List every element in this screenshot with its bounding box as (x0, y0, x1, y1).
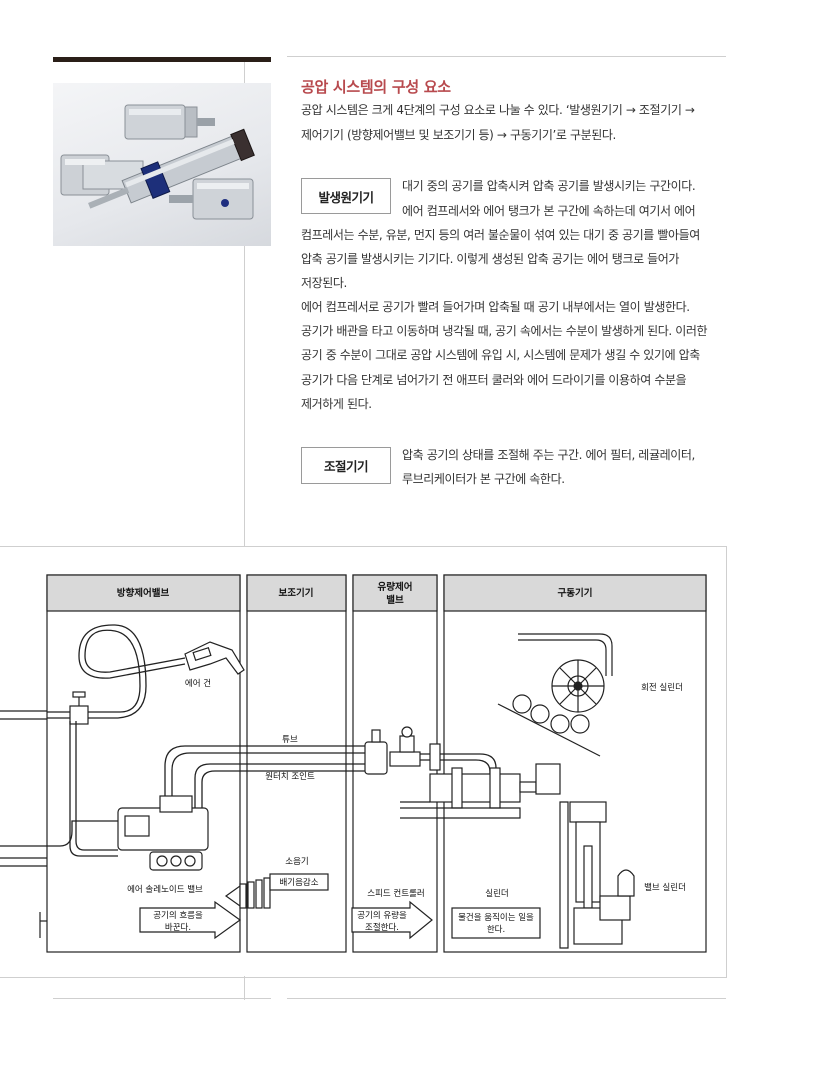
generator-line: 저장된다. (301, 276, 347, 290)
column-divider (244, 62, 245, 546)
intro-line: 제어기기 (방향제어밸브 및 보조기기 등) → 구동기기’로 구분된다. (301, 127, 616, 142)
generator-line: 압축 공기를 발생시키는 기기다. 이렇게 생성된 압축 공기는 에어 탱크로 … (301, 252, 680, 266)
rotary-cylinder-icon (497, 633, 613, 757)
label-exhaust-reduction: 배기음감소 (279, 877, 318, 888)
bottom-divider-left (53, 998, 271, 999)
generator-line: 컴프레서는 수분, 유분, 먼지 등의 여러 불순물이 섞여 있는 대기 중 공… (301, 228, 700, 242)
solenoid-valve-icon (117, 795, 209, 871)
air-gun-icon (184, 641, 245, 675)
header-flow-valve-1: 유량제어 (378, 581, 413, 593)
pneumatic-system-diagram: 방향제어밸브 보조기기 유량제어 밸브 구동기기 에어 건 튜브 원터치 조 (0, 574, 707, 953)
header-direction-valve: 방향제어밸브 (117, 587, 170, 599)
regulator-tag: 조절기기 (301, 447, 391, 484)
speed-callout: 공기의 유량을 조절한다. (351, 900, 433, 940)
generator-line: 제거하게 된다. (301, 397, 372, 411)
header-actuator: 구동기기 (558, 587, 593, 599)
diagram-frame (0, 546, 727, 978)
cylinder-icon (400, 763, 561, 819)
exhaust-box (269, 873, 329, 891)
solenoid-callout-line-1: 공기의 흐름을 (153, 910, 203, 921)
main-tube (0, 745, 497, 847)
cylinder-callout-line-1: 물건을 움직이는 일을 (458, 912, 534, 923)
label-silencer: 소음기 (285, 857, 308, 867)
label-valve-cylinder: 밸브 실린더 (644, 882, 686, 893)
label-speed-controller: 스피드 컨트롤러 (367, 888, 424, 899)
section-accent-bar (53, 57, 271, 62)
pneumatic-cylinders-illustration (60, 104, 255, 220)
regulator-line: 루브리케이터가 본 구간에 속한다. (402, 472, 565, 486)
intro-paragraph: 공압 시스템은 크게 4단계의 구성 요소로 나눌 수 있다. ‘발생원기기 →… (301, 98, 731, 147)
solenoid-callout: 공기의 흐름을 바꾼다. (139, 900, 242, 940)
header-auxiliary: 보조기기 (279, 587, 314, 599)
pneumatic-cylinders-photo (53, 83, 271, 246)
hand-valve-icon (69, 691, 89, 725)
speed-callout-line-1: 공기의 유량을 (357, 910, 407, 921)
generator-line: 에어 컴프레서와 에어 탱크가 본 구간에 속하는데 여기서 에어 (402, 204, 696, 218)
cylinder-callout-line-2: 한다. (487, 925, 505, 935)
column-divider-bottom (244, 976, 245, 1000)
generator-line: 공기가 배관을 타고 이동하며 냉각될 때, 공기 속에서는 수분이 발생하게 … (301, 324, 708, 338)
generator-line: 에어 컴프레서로 공기가 빨려 들어가며 압축될 때 공기 내부에서는 열이 발… (301, 300, 690, 314)
generator-line: 공기가 다음 단계로 넘어가기 전 애프터 쿨러와 에어 드라이기를 이용하여 … (301, 373, 687, 387)
speed-controller-icon (364, 726, 441, 775)
valve-cylinder-icon (559, 801, 635, 949)
label-cylinder: 실린더 (485, 888, 508, 899)
top-divider (287, 56, 726, 57)
label-tube: 튜브 (282, 735, 298, 745)
silencer-icon (224, 877, 271, 909)
cylinder-callout: 물건을 움직이는 일을 한다. (451, 907, 541, 939)
solenoid-callout-line-2: 바꾼다. (165, 922, 191, 933)
intro-line: 공압 시스템은 크게 4단계의 구성 요소로 나눌 수 있다. ‘발생원기기 →… (301, 103, 695, 117)
generator-line: 대기 중의 공기를 압축시켜 압축 공기를 발생시키는 구간이다. (402, 179, 696, 193)
regulator-line: 압축 공기의 상태를 조절해 주는 구간. 에어 필터, 레귤레이터, (402, 448, 695, 462)
column-actuator (443, 574, 707, 953)
header-flow-valve-2: 밸브 (386, 594, 404, 606)
label-air-gun: 에어 건 (185, 678, 211, 689)
label-rotary-cylinder: 회전 실린더 (641, 682, 683, 693)
label-one-touch-joint: 원터치 조인트 (265, 771, 315, 782)
label-solenoid-valve: 에어 솔레노이드 밸브 (127, 884, 203, 895)
speed-callout-line-2: 조절한다. (365, 923, 399, 933)
bottom-divider-right (287, 998, 726, 999)
air-gun-hose (47, 624, 186, 719)
generator-tag: 발생원기기 (301, 178, 391, 214)
section-title: 공압 시스템의 구성 요소 (301, 78, 451, 96)
generator-line: 공기 중 수분이 그대로 공압 시스템에 유입 시, 시스템에 문제가 생길 수… (301, 348, 700, 362)
